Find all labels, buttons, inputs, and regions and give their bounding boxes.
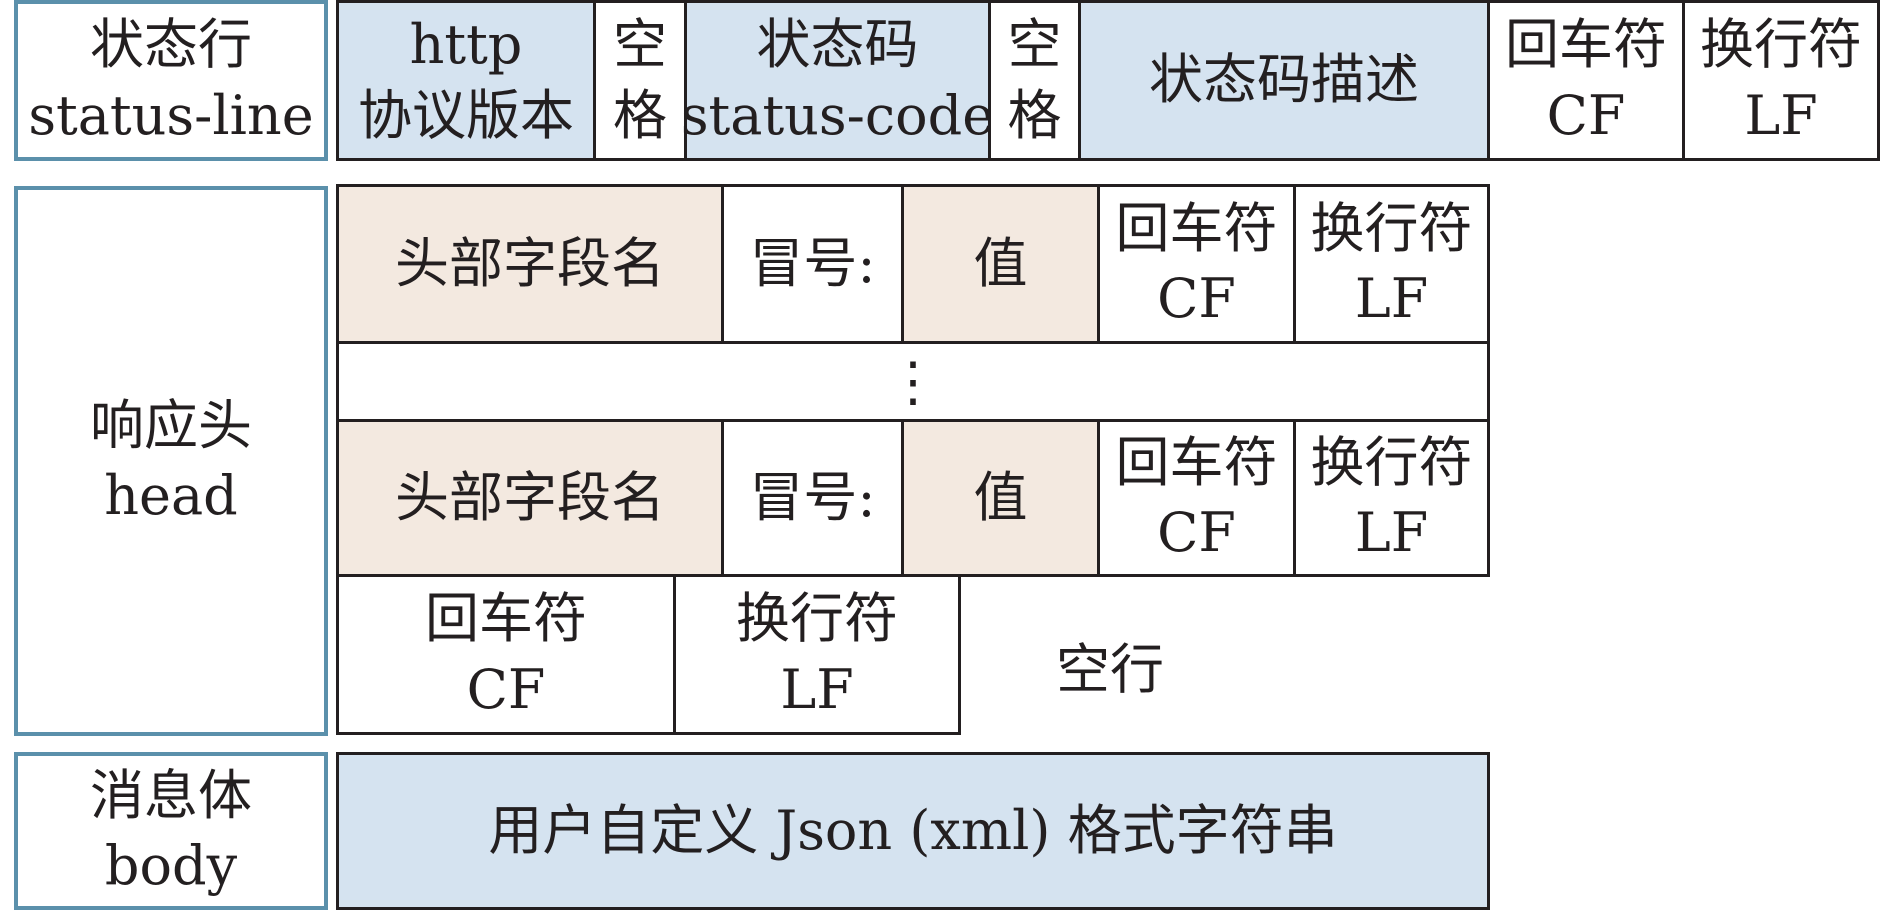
status-desc-cell: 状态码描述 — [1078, 0, 1490, 161]
status-lf-line1: 换行符 — [1700, 13, 1862, 77]
header-lf-cell: 换行符 LF — [1293, 184, 1490, 344]
header-lf-cell: 换行符 LF — [1293, 419, 1490, 577]
header-colon-text: 冒号: — [749, 465, 876, 529]
header-value-cell: 值 — [901, 419, 1100, 577]
blank-line-label-text: 空行 — [1056, 637, 1164, 701]
status-line-label: 状态行 status-line — [14, 0, 328, 161]
head-label-cn: 响应头 — [90, 393, 252, 457]
body-label-cn: 消息体 — [90, 763, 252, 827]
status-cr-line1: 回车符 — [1505, 13, 1667, 77]
header-field-name-cell: 头部字段名 — [336, 419, 724, 577]
header-value-cell: 值 — [901, 184, 1100, 344]
body-content-cell: 用户自定义 Json (xml) 格式字符串 — [336, 752, 1490, 910]
space-cell-1-line2: 格 — [613, 83, 667, 147]
header-field-name-cell: 头部字段名 — [336, 184, 724, 344]
space-cell-2-line2: 格 — [1007, 83, 1062, 147]
space-cell-1-line1: 空 — [613, 13, 667, 77]
space-cell-1: 空 格 — [593, 0, 687, 161]
head-label: 响应头 head — [14, 186, 328, 736]
body-label: 消息体 body — [14, 752, 328, 910]
header-cr-line2: CF — [1157, 501, 1236, 564]
blank-line-lf-cell: 换行符 LF — [673, 574, 961, 735]
blank-line-cr-cell: 回车符 CF — [336, 574, 676, 735]
blank-line-cr-line2: CF — [466, 657, 546, 721]
blank-line-cr-line1: 回车符 — [425, 587, 587, 651]
space-cell-2: 空 格 — [988, 0, 1081, 161]
ellipsis-row: ⋮ — [336, 341, 1490, 422]
header-cr-cell: 回车符 CF — [1097, 419, 1296, 577]
header-cr-cell: 回车符 CF — [1097, 184, 1296, 344]
header-value-text: 值 — [973, 231, 1028, 295]
blank-line-label: 空行 — [1010, 620, 1210, 720]
status-lf-cell: 换行符 LF — [1682, 0, 1880, 161]
status-line-label-en: status-line — [28, 83, 314, 147]
status-code-line1: 状态码 — [756, 13, 919, 77]
status-desc-text: 状态码描述 — [1149, 48, 1419, 112]
space-cell-2-line1: 空 — [1007, 13, 1062, 77]
status-code-cell: 状态码 status-code — [680, 0, 995, 161]
header-cr-line1: 回车符 — [1115, 196, 1278, 260]
status-cr-line2: CF — [1546, 83, 1626, 147]
body-content-text: 用户自定义 Json (xml) 格式字符串 — [488, 798, 1338, 862]
header-colon-text: 冒号: — [749, 231, 876, 295]
head-label-en: head — [104, 464, 238, 527]
header-field-name-text: 头部字段名 — [395, 465, 665, 529]
status-line-label-cn: 状态行 — [90, 13, 252, 77]
status-cr-cell: 回车符 CF — [1487, 0, 1685, 161]
vertical-ellipsis: ⋮ — [886, 350, 940, 413]
header-colon-cell: 冒号: — [721, 184, 904, 344]
header-lf-line2: LF — [1354, 267, 1429, 330]
body-label-en: body — [104, 834, 238, 897]
blank-line-lf-line2: LF — [780, 657, 854, 721]
status-code-line2: status-code — [680, 83, 995, 147]
header-value-text: 值 — [973, 465, 1028, 529]
http-version-line1: http — [409, 13, 523, 77]
header-field-name-text: 头部字段名 — [395, 231, 665, 295]
header-cr-line1: 回车符 — [1115, 430, 1278, 494]
blank-line-lf-line1: 换行符 — [736, 587, 898, 651]
header-lf-line1: 换行符 — [1310, 430, 1473, 494]
header-colon-cell: 冒号: — [721, 419, 904, 577]
status-lf-line2: LF — [1744, 83, 1818, 147]
header-lf-line1: 换行符 — [1310, 196, 1473, 260]
header-lf-line2: LF — [1354, 501, 1429, 564]
header-cr-line2: CF — [1157, 267, 1236, 330]
http-version-cell: http 协议版本 — [336, 0, 596, 161]
http-version-line2: 协议版本 — [358, 83, 574, 147]
